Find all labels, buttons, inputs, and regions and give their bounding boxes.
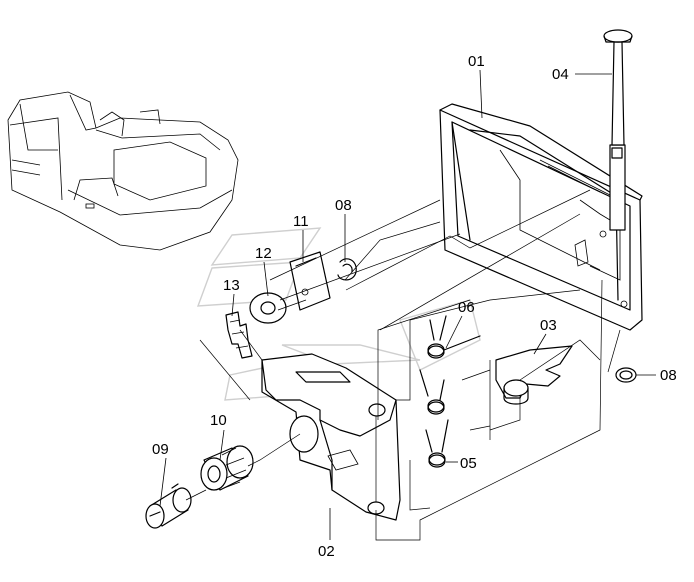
label-11: 11: [293, 213, 309, 230]
part-03-latch: [495, 345, 573, 405]
label-10: 10: [210, 412, 227, 429]
label-04: 04: [552, 66, 569, 83]
label-12: 12: [255, 245, 272, 262]
part-10-bushing: [200, 445, 254, 491]
label-09: 09: [152, 441, 169, 458]
label-03: 03: [540, 317, 557, 334]
part-08-clip-lower: [615, 367, 637, 383]
part-04-pin: [603, 29, 633, 231]
part-02-bracket: [261, 353, 401, 521]
label-01: 01: [468, 53, 485, 70]
label-08-upper: 08: [335, 197, 352, 214]
part-08-clip-upper: [337, 258, 357, 281]
part-06-springs: [419, 315, 481, 415]
label-05: 05: [460, 455, 477, 472]
assembly-lines: [185, 189, 621, 541]
part-05-spring: [425, 419, 449, 468]
label-02: 02: [318, 543, 335, 560]
label-08-lower: 08: [660, 367, 677, 384]
part-12-washer: [249, 292, 287, 324]
part-13-clip: [225, 311, 253, 359]
leader-lines: [159, 69, 656, 540]
label-13: 13: [223, 277, 240, 294]
part-09-lock-cylinder: [145, 483, 192, 529]
label-06: 06: [458, 299, 475, 316]
excavator-thumbnail: [7, 91, 239, 251]
part-11-plate: [289, 251, 331, 311]
